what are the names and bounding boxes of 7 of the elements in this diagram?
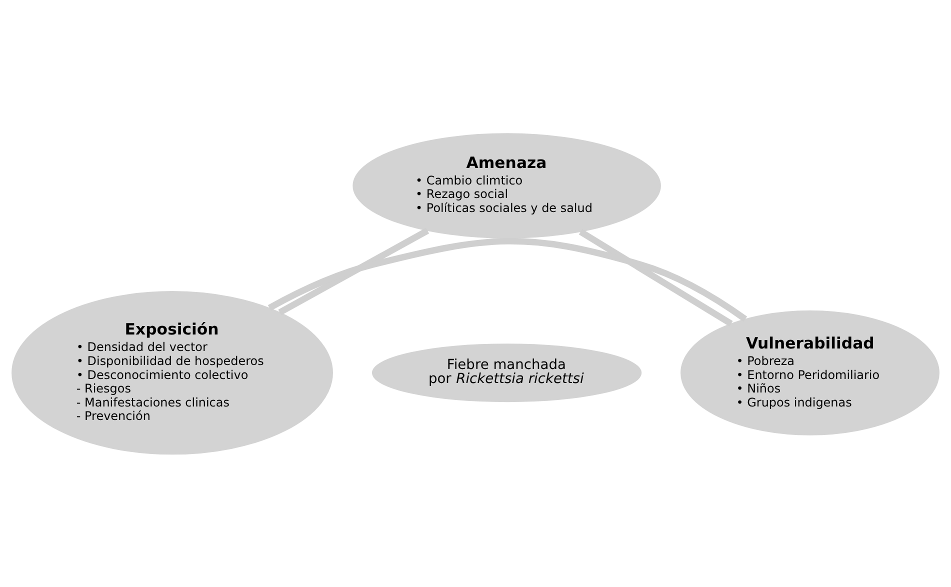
connector bbox=[578, 228, 733, 326]
node-ellipse: Amenaza • Cambio climtico • Rezago social • Políticas sociales y de salud bbox=[352, 132, 661, 238]
node-ellipse: Fiebre manchada por Rickettsia rickettsi bbox=[372, 343, 642, 402]
node-ellipse: Vulnerabilidad • Pobreza • Entorno Peridomiliario • Niños • Grupos indigenas bbox=[680, 310, 940, 435]
node-ellipse: Exposición • Densidad del vector • Disponibilidad de hospederos • Desconocimiento colectivo - Riesgos - Manifestaciones clinicas - Prevención bbox=[12, 290, 333, 454]
connector bbox=[278, 227, 430, 315]
connector bbox=[268, 237, 748, 322]
